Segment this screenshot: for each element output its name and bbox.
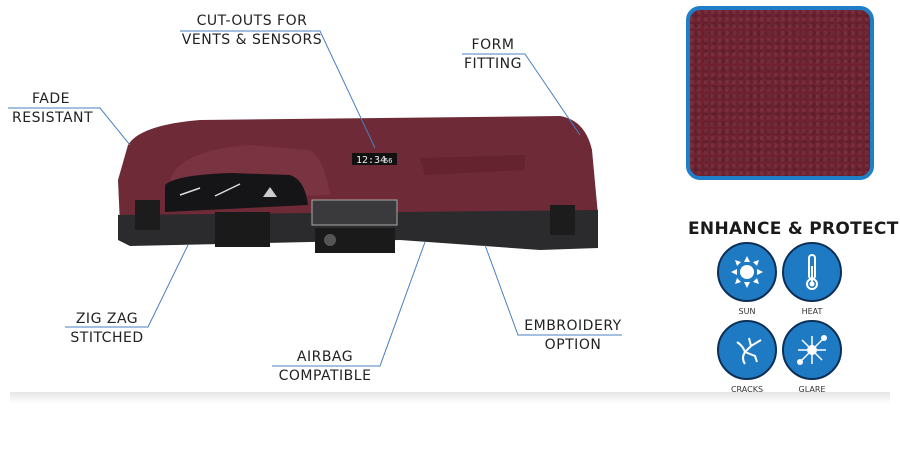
feature-cracks: CRACKS: [712, 320, 782, 394]
clock-seconds: 56: [384, 157, 392, 165]
steering-column: [215, 212, 270, 247]
glare-icon: [782, 320, 842, 380]
feature-label: SUN: [738, 307, 756, 316]
right-vent: [550, 205, 575, 235]
carpet-swatch: [686, 6, 874, 180]
clock-panel: [352, 153, 397, 165]
sun-icon: [717, 242, 777, 302]
left-vent: [135, 200, 160, 230]
enhance-protect-title: ENHANCE & PROTECT: [688, 219, 899, 239]
feature-label: CRACKS: [730, 385, 764, 394]
instrument-cluster: [165, 173, 308, 212]
feature-label: GLARE: [798, 385, 826, 394]
feature-sun: SUN: [712, 242, 782, 316]
cracks-icon: [717, 320, 777, 380]
thermometer-icon: [782, 242, 842, 302]
clock-text: 12:34: [356, 155, 386, 166]
floor-shadow: [10, 392, 890, 404]
feature-glare: GLARE: [777, 320, 847, 394]
feature-label: HEAT: [801, 307, 823, 316]
callout-lines: [8, 30, 622, 367]
feature-heat: HEAT: [777, 242, 847, 316]
center-vent: [311, 199, 398, 226]
